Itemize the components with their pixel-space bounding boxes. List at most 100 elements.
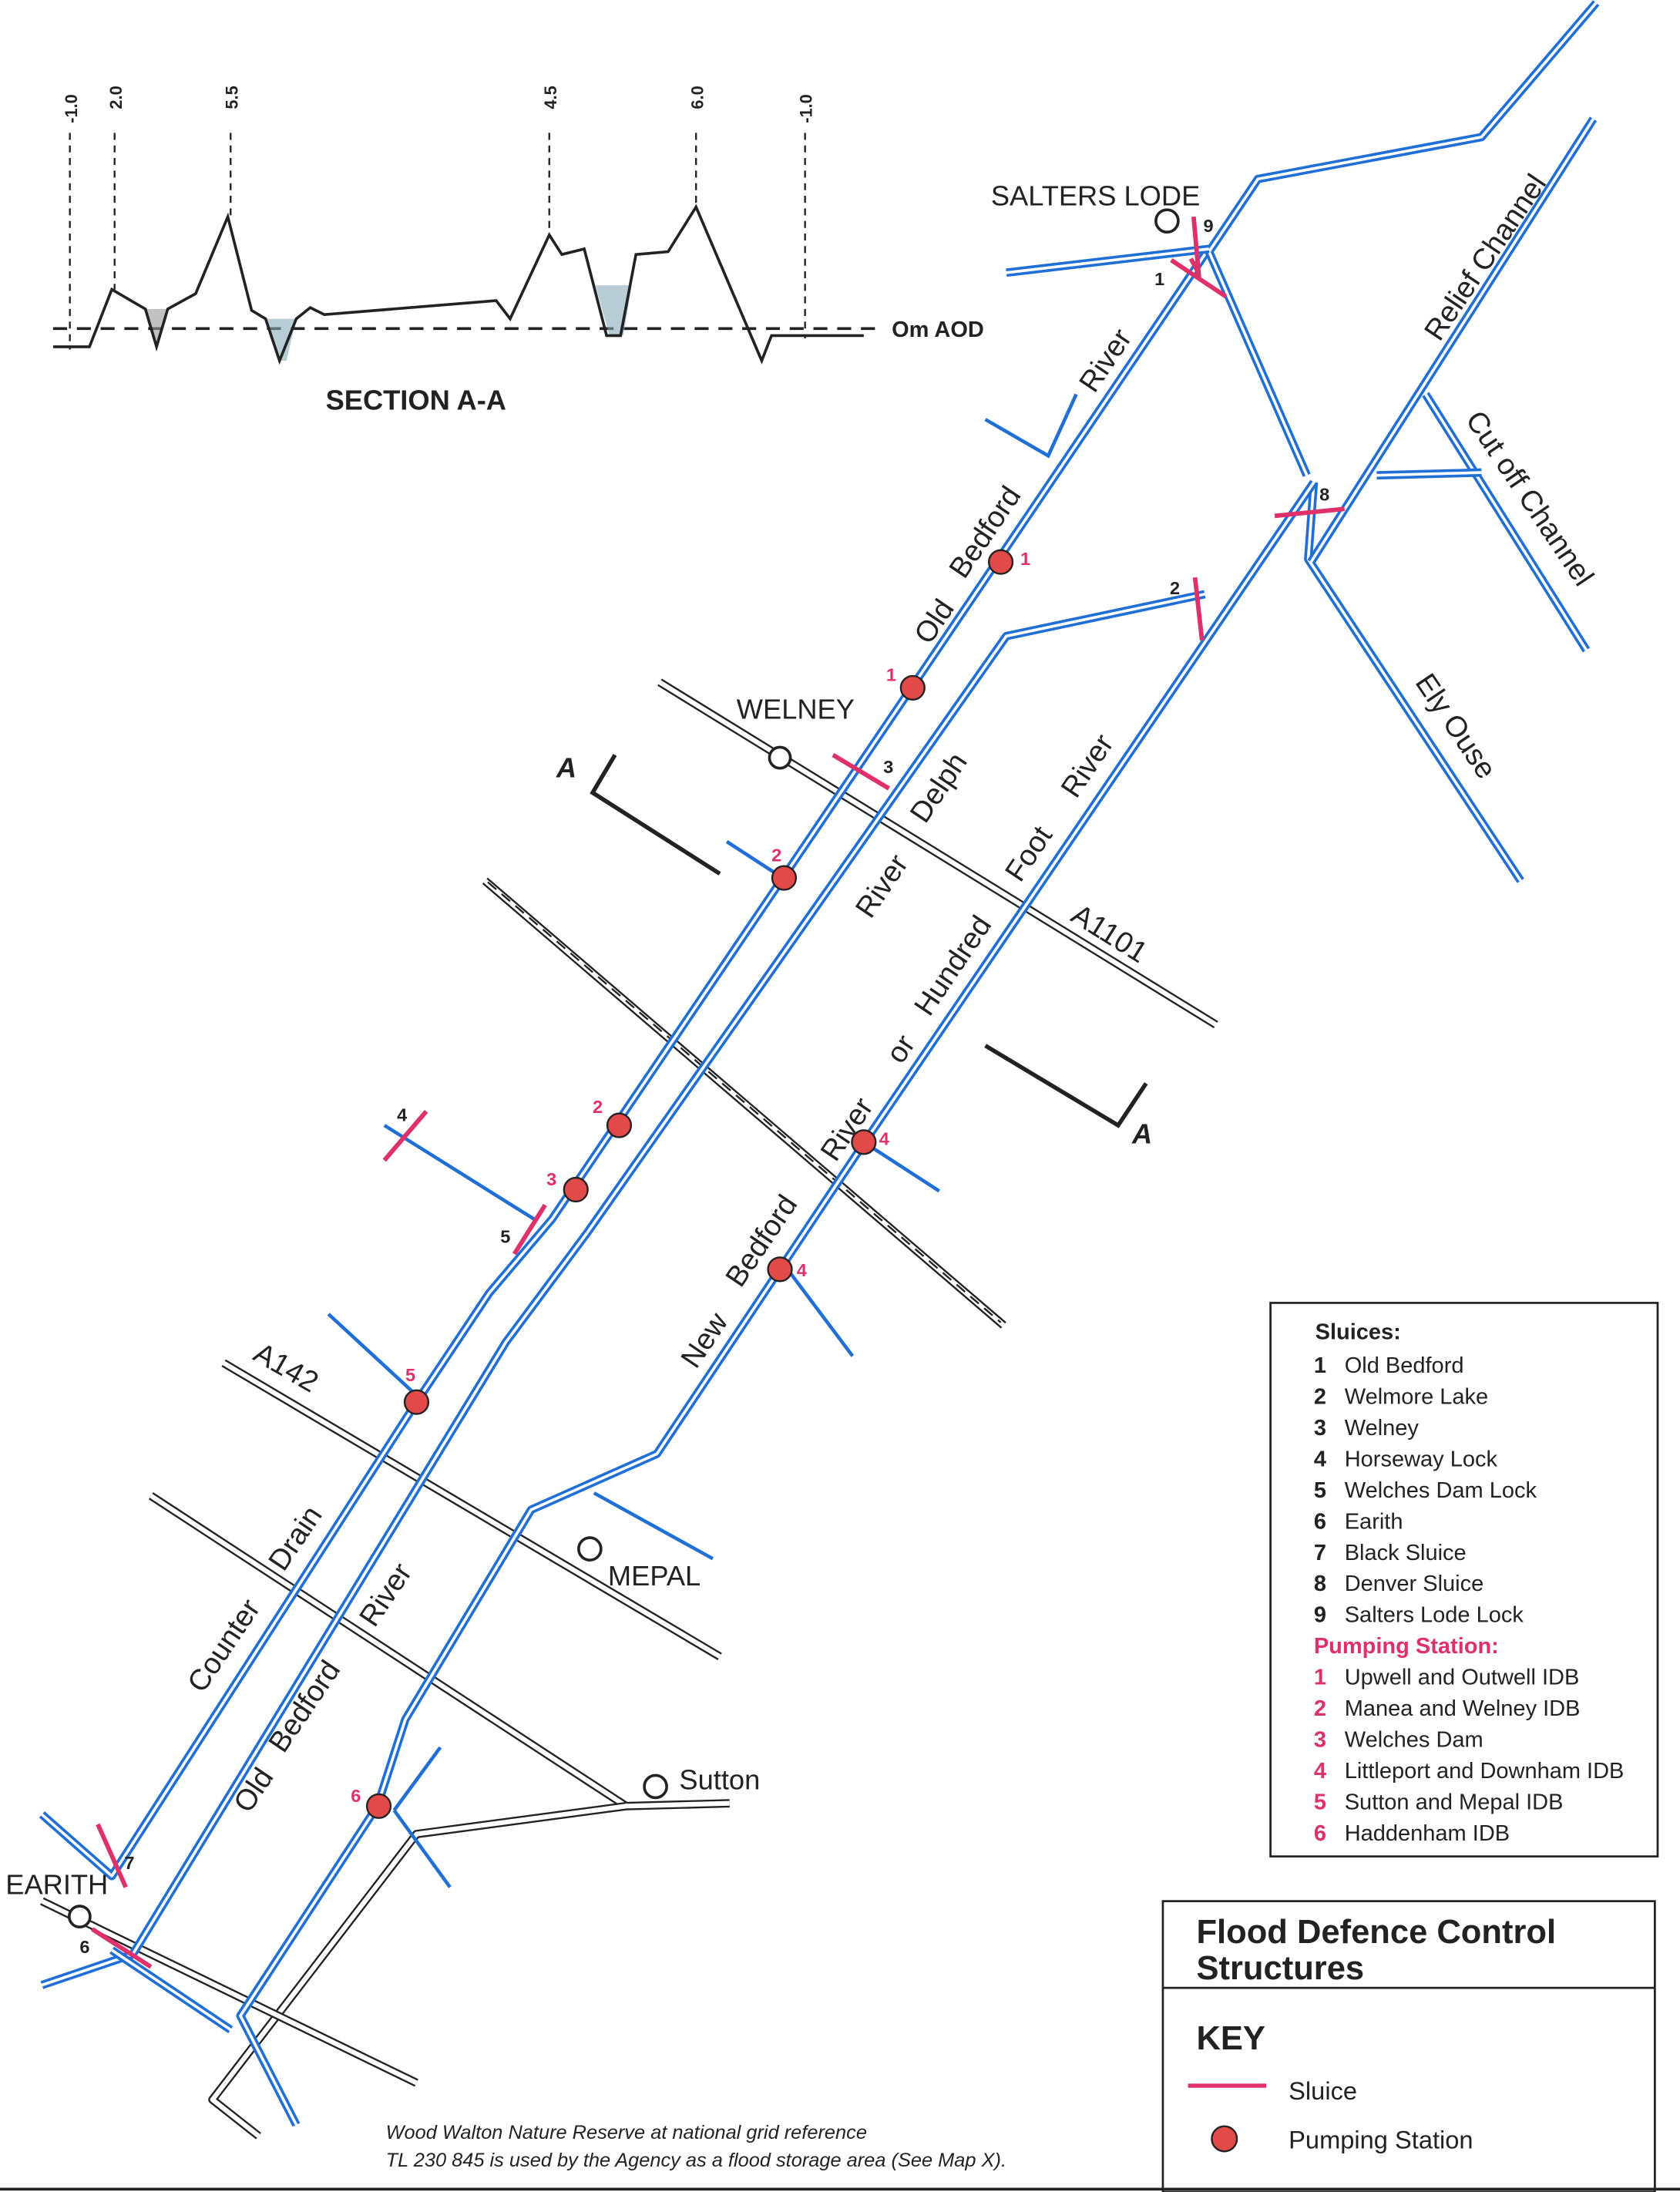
river-delph [40,590,1206,1989]
height-label: -1.0 [62,94,81,123]
footnote-line2: TL 230 845 is used by the Agency as a fl… [386,2150,1006,2171]
roads [40,678,1218,2140]
title-key-box: Flood Defence Control Structures KEY Slu… [1161,1900,1656,2192]
legend-item-name: Welches Dam [1345,1727,1483,1752]
svg-text:9: 9 [1204,216,1214,236]
svg-text:7: 7 [124,1853,134,1873]
svg-text:Delph: Delph [904,747,973,829]
railway-track [487,881,1002,1323]
svg-text:Foot: Foot [1000,820,1060,887]
legend-number: 2 [1314,1385,1326,1410]
new-bedford-river [236,479,1318,2127]
legend-number: 5 [1314,1790,1326,1814]
legend-item-name: Welches Dam Lock [1345,1478,1537,1503]
earith-branch-inner [111,1948,232,2032]
label-river-delph: River [850,849,916,923]
legend-number: 3 [1314,1416,1326,1441]
height-label: -1.0 [797,94,816,123]
legend-item-name: Manea and Welney IDB [1345,1696,1581,1721]
side-drains [327,393,1078,1888]
label-old-bedford-river-lower: Old [227,1763,280,1819]
height-label: 4.5 [541,86,560,109]
svg-text:2: 2 [1170,578,1180,598]
legend-item-name: Earith [1345,1509,1403,1534]
places: SALTERS LODE WELNEY MEPAL Sutton EARITH [5,180,1200,1929]
label-a142: A142 [248,1336,324,1399]
label-new-bedford-river: New [675,1306,735,1373]
legend-number: 6 [1314,1821,1326,1846]
svg-text:1: 1 [1020,549,1030,569]
legend-item-name: Littleport and Downham IDB [1345,1759,1625,1784]
legend-item-name: Sutton and Mepal IDB [1345,1790,1564,1814]
svg-text:6: 6 [79,1937,89,1957]
pumping-station-1 [987,549,1014,575]
svg-text:4: 4 [879,1128,889,1148]
section-marker-north: A [556,751,721,876]
pumping-station-2 [771,865,798,891]
legend-number: 2 [1314,1696,1326,1721]
svg-text:4: 4 [797,1260,807,1280]
legend-number: 3 [1314,1727,1326,1752]
svg-text:5: 5 [405,1365,415,1385]
svg-text:3: 3 [546,1169,556,1189]
section-profile [52,203,864,365]
relief-channel-inner [1309,118,1595,563]
svg-text:1: 1 [886,664,896,684]
sluice-9 [1191,216,1201,281]
pumping-station-6 [365,1793,392,1819]
legend-item-name: Upwell and Outwell IDB [1345,1666,1580,1690]
legend-item-name: Haddenham IDB [1345,1821,1510,1846]
pumping-station-4 [767,1256,793,1283]
sluices: 1 9 8 2 3 4 5 7 6 [79,216,1346,1969]
place-earith: EARITH [5,1869,108,1901]
legend-item-name: Salters Lode Lock [1345,1603,1524,1628]
legend-item-name: Welmore Lake [1345,1385,1488,1410]
svg-text:River: River [1055,728,1121,803]
legend-number: 9 [1314,1603,1326,1628]
sluice-8 [1274,506,1346,519]
cut-off-channel-inner [1424,393,1588,651]
legend-item-name: Horseway Lock [1345,1447,1498,1471]
legend-item-name: Denver Sluice [1345,1572,1484,1596]
pumping-station-3 [563,1176,589,1203]
legend-number: 4 [1314,1759,1326,1784]
map-title-line2: Structures [1196,1950,1364,1987]
key-heading: KEY [1196,2020,1265,2057]
svg-text:2: 2 [771,845,781,865]
place-sutton: Sutton [679,1764,760,1796]
pumping-station-4 [851,1129,877,1155]
legend-number: 7 [1314,1541,1326,1565]
svg-text:3: 3 [883,757,893,777]
svg-text:6: 6 [351,1786,361,1806]
legend-number: 5 [1314,1478,1326,1503]
svg-text:8: 8 [1319,484,1329,504]
tidal-ouse-inner [1207,2,1598,476]
sluice-7 [96,1823,128,1888]
section-marker-south: A [984,1044,1152,1150]
svg-text:4: 4 [397,1105,407,1125]
legend-number: 1 [1314,1353,1326,1378]
salters-lode-channel-inner [1006,247,1210,274]
height-label: 5.5 [222,86,241,109]
legend-number: 6 [1314,1509,1326,1534]
road-a142-inner [222,1360,721,1659]
road-a1101-inner [658,680,1218,1027]
height-label: 6.0 [687,86,707,109]
sluice-6 [91,1927,153,1969]
key-sluice-label: Sluice [1289,2076,1357,2105]
svg-text:A: A [556,751,576,783]
sluice-2 [1192,577,1205,641]
pumping-station-5 [403,1389,430,1415]
pumping-station-2 [606,1112,633,1138]
sluice-5 [512,1203,547,1256]
legend-number: 4 [1314,1447,1326,1471]
cut-off-link-inner [1376,471,1482,477]
section-title: SECTION A-A [326,385,506,416]
sluice-4 [382,1110,428,1162]
section-a-a: -1.0 2.0 5.5 4.5 6.0 -1.0 Om AOD SECTION… [52,86,984,416]
svg-text:1: 1 [1154,269,1164,289]
label-counter-drain: Counter [182,1593,267,1698]
place-salters-lode: SALTERS LODE [991,180,1200,212]
